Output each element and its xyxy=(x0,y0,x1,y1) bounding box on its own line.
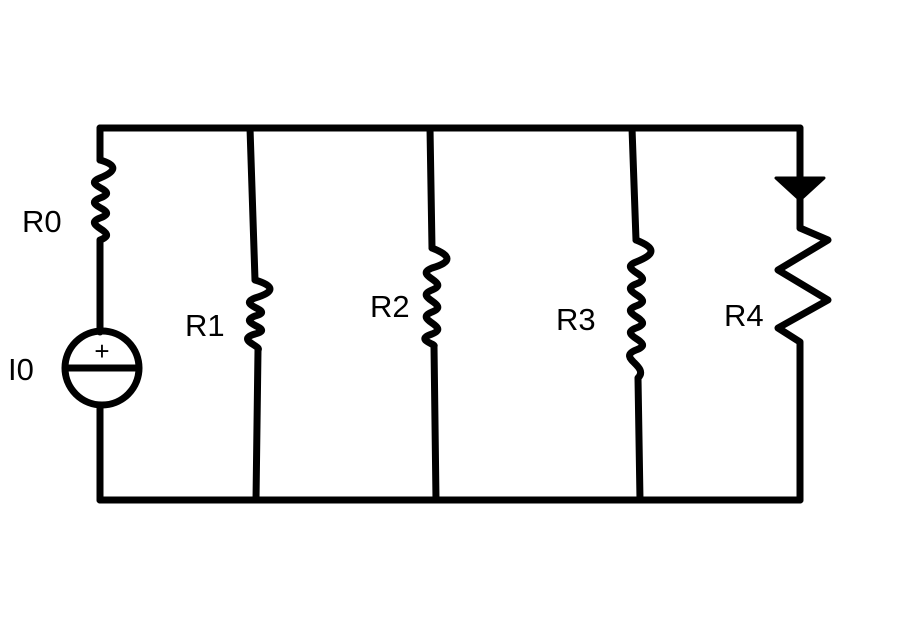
voltage-source-i0: + xyxy=(61,327,143,409)
resistor-r2-symbol xyxy=(421,244,451,350)
label-r4: R4 xyxy=(724,298,764,333)
branch-r2-wire-top xyxy=(426,124,436,252)
branch-r3-wire-bottom xyxy=(634,374,644,504)
branch-r1-wire-top xyxy=(246,124,259,284)
label-i0: I0 xyxy=(8,352,34,387)
branch-r2-wire-bottom xyxy=(430,342,440,504)
label-r3: R3 xyxy=(556,302,596,337)
resistor-r4-symbol xyxy=(774,224,832,376)
voltage-source-plus-sign: + xyxy=(94,336,109,366)
resistor-r0-symbol xyxy=(90,156,117,259)
branch-r3-wire-top xyxy=(628,124,640,244)
label-r0: R0 xyxy=(22,204,62,239)
current-arrow-icon xyxy=(774,176,826,202)
resistor-r1-symbol xyxy=(244,276,274,354)
label-r1: R1 xyxy=(185,308,225,343)
label-r2: R2 xyxy=(370,289,410,324)
branch-r1-wire-bottom xyxy=(252,346,262,504)
resistor-r3-symbol xyxy=(626,236,655,382)
